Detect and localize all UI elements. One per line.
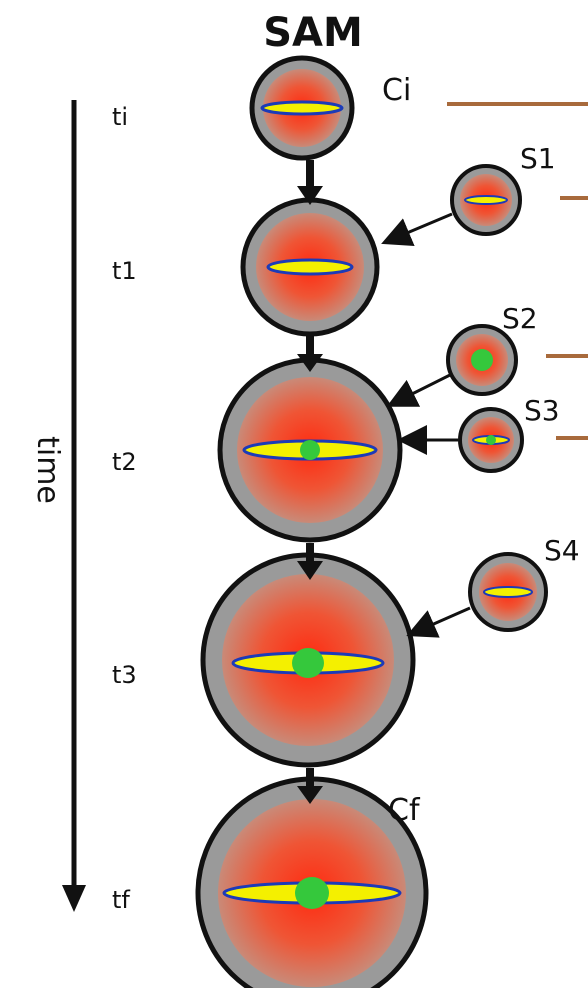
galaxy-label-cf: Cf xyxy=(388,793,421,828)
time-axis: time xyxy=(30,100,86,912)
time-label-tf: tf xyxy=(112,886,130,914)
time-label-t3: t3 xyxy=(112,661,137,689)
time-label-t2: t2 xyxy=(112,448,137,476)
galaxy-label-s3: S3 xyxy=(524,394,560,427)
time-label-ti: ti xyxy=(112,103,128,131)
merger-arrow-s2 xyxy=(386,373,451,407)
galaxy-t1 xyxy=(240,197,380,337)
time-axis-label: time xyxy=(30,436,65,504)
galaxy-s3 xyxy=(458,407,524,473)
bulge-t2 xyxy=(300,440,320,460)
merger-tree-lines xyxy=(447,102,588,440)
main-branch-arrows xyxy=(297,160,323,804)
galaxy-t3 xyxy=(200,552,416,768)
merger-arrows xyxy=(381,212,471,638)
bulge-cf xyxy=(295,877,329,909)
merger-arrow-s4 xyxy=(406,606,471,638)
bulge-t3 xyxy=(292,648,324,678)
galaxy-s4 xyxy=(468,552,548,632)
merger-arrow-s1 xyxy=(381,212,453,247)
galaxy-t2 xyxy=(217,357,403,543)
galaxy-ci xyxy=(249,55,355,161)
bulge-s3 xyxy=(486,435,496,445)
time-axis-arrowhead xyxy=(62,885,86,912)
galaxy-label-s1: S1 xyxy=(520,142,556,175)
galaxy-s2 xyxy=(446,324,518,396)
diagram-title: SAM xyxy=(263,10,363,56)
galaxy-label-ci: Ci xyxy=(382,73,411,108)
bulge-s2 xyxy=(471,349,493,371)
galaxy-cf xyxy=(195,776,429,988)
galaxy-label-s4: S4 xyxy=(544,534,580,567)
galaxy-label-s2: S2 xyxy=(502,302,538,335)
time-label-t1: t1 xyxy=(112,257,137,285)
galaxy-s1 xyxy=(450,164,522,236)
